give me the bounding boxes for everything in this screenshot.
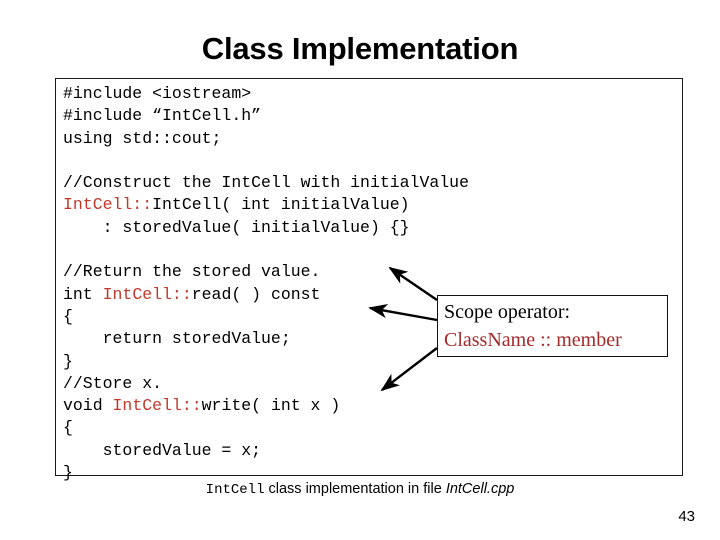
code-text: return storedValue; xyxy=(63,329,291,349)
code-text: int xyxy=(63,284,103,304)
scope-operator-callout: Scope operator: ClassName :: member xyxy=(437,295,668,357)
code-class-name: IntCell:: xyxy=(102,284,192,304)
code-text: //Construct the IntCell with initialValu… xyxy=(63,173,469,193)
code-lines: #include <iostream> #include “IntCell.h”u… xyxy=(63,83,469,484)
footer-caption: IntCell class implementation in file Int… xyxy=(0,480,720,499)
code-line: //Store x. xyxy=(63,373,469,395)
code-line xyxy=(63,150,469,172)
code-class-name: IntCell:: xyxy=(112,396,202,416)
code-text: #include “IntCell.h” xyxy=(63,106,262,126)
callout-syntax: ClassName :: member xyxy=(444,329,622,351)
code-text: void xyxy=(63,396,113,416)
code-line: int IntCell::read( ) const xyxy=(63,284,469,306)
footer-class-name: IntCell xyxy=(205,482,265,498)
code-line: : storedValue( initialValue) {} xyxy=(63,217,469,239)
code-text: { xyxy=(63,418,73,438)
code-text: IntCell( int initialValue) xyxy=(152,195,410,215)
code-text: storedValue = x; xyxy=(63,440,262,460)
code-line: void IntCell::write( int x ) xyxy=(63,395,469,417)
code-text: { xyxy=(63,306,73,326)
code-text: //Store x. xyxy=(63,373,163,393)
code-line: } xyxy=(63,462,469,484)
page-title: Class Implementation xyxy=(201,31,519,66)
code-text: using std::cout; xyxy=(63,128,222,148)
code-class-name: IntCell:: xyxy=(63,195,153,215)
code-text: } xyxy=(63,351,73,371)
code-line: { xyxy=(63,417,469,439)
code-listing-box: #include <iostream> #include “IntCell.h”u… xyxy=(55,78,683,482)
code-line: storedValue = x; xyxy=(63,440,469,462)
code-line: //Return the stored value. xyxy=(63,261,469,283)
code-text: } xyxy=(63,463,73,483)
code-line: return storedValue; xyxy=(63,328,469,350)
page-number: 43 xyxy=(678,508,695,525)
footer-file-name: IntCell.cpp xyxy=(445,481,515,497)
callout-title: Scope operator: xyxy=(444,301,571,323)
code-line: using std::cout; xyxy=(63,128,469,150)
footer-description: class implementation in file xyxy=(264,481,446,497)
code-line xyxy=(63,239,469,261)
code-text: #include <iostream> xyxy=(63,84,252,103)
code-line: IntCell::IntCell( int initialValue) xyxy=(63,194,469,216)
code-line: { xyxy=(63,306,469,328)
code-line: } xyxy=(63,351,469,373)
code-line: #include <iostream> xyxy=(63,83,469,105)
code-line: //Construct the IntCell with initialValu… xyxy=(63,172,469,194)
code-line: #include “IntCell.h” xyxy=(63,105,469,127)
code-text: write( int x ) xyxy=(201,396,341,416)
code-text: //Return the stored value. xyxy=(63,262,321,282)
code-text: read( ) const xyxy=(191,284,321,304)
code-text: : storedValue( initialValue) {} xyxy=(63,217,410,237)
